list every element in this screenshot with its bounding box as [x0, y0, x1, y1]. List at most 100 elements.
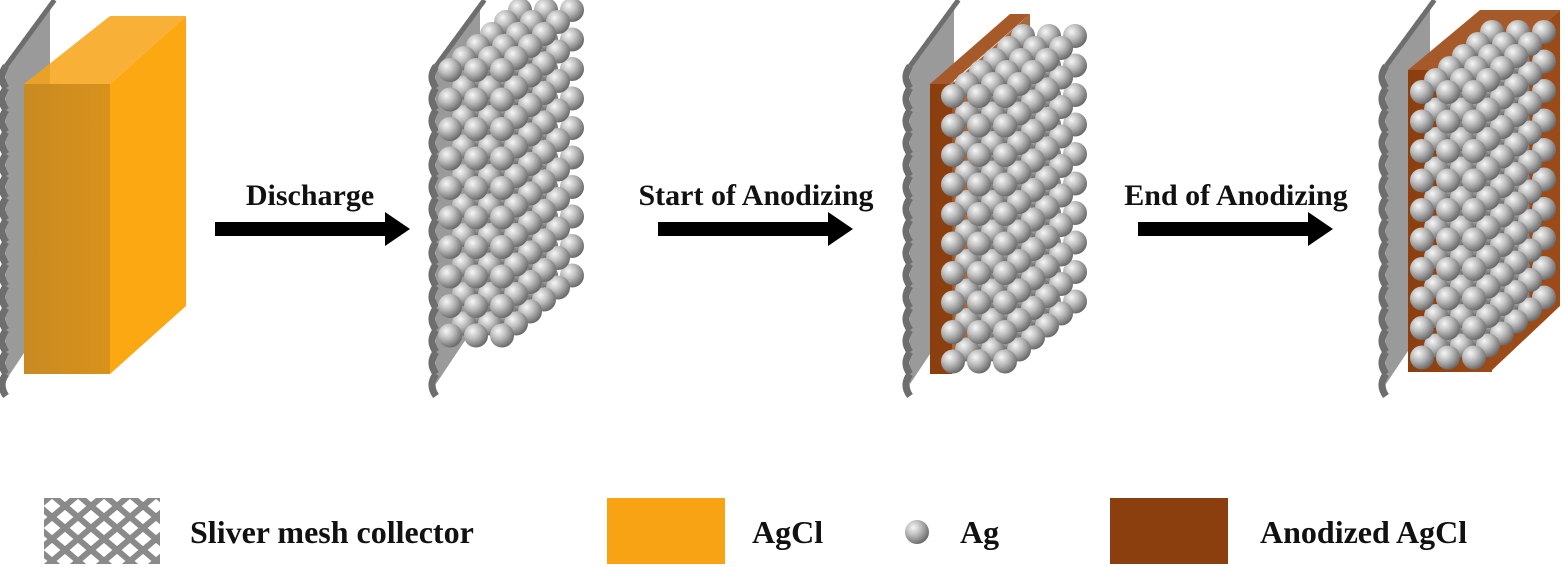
- ag-sphere: [941, 320, 965, 344]
- step-label-discharge: Discharge: [246, 179, 374, 212]
- ag-sphere: [993, 349, 1017, 374]
- ag-sphere: [464, 294, 488, 318]
- ag-sphere: [993, 113, 1017, 138]
- ag-sphere: [967, 84, 991, 108]
- ag-sphere: [941, 261, 965, 285]
- ag-sphere: [967, 143, 991, 167]
- ag-sphere: [438, 294, 462, 318]
- ag-sphere: [438, 235, 462, 259]
- stage-end-anodizing: [1378, 0, 1560, 399]
- mesh-edge: [1378, 63, 1389, 399]
- ag-sphere: [438, 117, 462, 141]
- ag-sphere: [438, 205, 462, 230]
- legend-label-mesh: Sliver mesh collector: [190, 514, 474, 550]
- ag-sphere: [967, 261, 991, 285]
- arrow-right-icon: [1138, 212, 1333, 246]
- ag-sphere: [490, 294, 514, 318]
- ag-sphere: [464, 235, 488, 259]
- agcl-swatch-icon: [607, 498, 725, 564]
- ag-sphere: [1436, 198, 1460, 222]
- ag-sphere: [967, 349, 991, 374]
- anodized-top-strip: [930, 14, 1030, 84]
- ag-sphere: [993, 290, 1017, 315]
- ag-sphere: [1410, 316, 1434, 340]
- ag-sphere: [1410, 257, 1434, 281]
- stage-initial-agcl: [0, 0, 186, 399]
- mesh-top-edge: [908, 0, 961, 68]
- ag-sphere: [464, 87, 488, 112]
- ag-sphere: [438, 87, 462, 112]
- mesh-edge: [0, 63, 9, 399]
- ag-sphere: [490, 264, 514, 289]
- mesh-edge: [902, 63, 913, 399]
- ag-sphere: [490, 205, 514, 230]
- ag-sphere: [1410, 345, 1434, 370]
- ag-sphere: [941, 349, 965, 374]
- ag-sphere: [490, 323, 514, 348]
- ag-sphere: [1462, 257, 1486, 281]
- ag-sphere: [1410, 227, 1434, 252]
- ag-sphere: [1462, 198, 1486, 222]
- anodized-swatch-icon: [1110, 498, 1228, 564]
- legend-item-ag: Ag: [905, 514, 999, 550]
- mesh-swatch-fill: [44, 498, 160, 564]
- ag-sphere: [490, 117, 514, 141]
- ag-sphere-array: [941, 24, 1087, 374]
- ag-sphere: [1410, 168, 1434, 193]
- step-discharge: Discharge: [215, 179, 410, 246]
- ag-sphere: [967, 231, 991, 256]
- ag-sphere: [967, 172, 991, 197]
- ag-sphere: [1436, 80, 1460, 104]
- agcl-front-face: [24, 84, 110, 374]
- ag-sphere: [993, 202, 1017, 226]
- ag-sphere: [464, 146, 488, 171]
- ag-sphere: [1436, 139, 1460, 163]
- ag-sphere: [993, 84, 1017, 108]
- legend-label-ag: Ag: [960, 514, 999, 550]
- ag-sphere: [1436, 316, 1460, 340]
- legend-item-anodized: Anodized AgCl: [1110, 498, 1467, 564]
- mesh-swatch-icon: [44, 498, 160, 564]
- ag-sphere: [438, 58, 462, 82]
- step-end-anodizing: End of Anodizing: [1124, 179, 1348, 246]
- mesh-top-edge: [434, 0, 487, 68]
- ag-sphere: [464, 117, 488, 141]
- ag-sphere: [438, 323, 462, 348]
- ag-sphere: [967, 202, 991, 226]
- ag-sphere: [941, 202, 965, 226]
- ag-sphere: [941, 231, 965, 256]
- ag-sphere: [941, 113, 965, 138]
- ag-sphere: [438, 146, 462, 171]
- ag-sphere: [941, 172, 965, 197]
- ag-sphere: [941, 84, 965, 108]
- step-label-end-anodizing: End of Anodizing: [1124, 179, 1347, 212]
- ag-sphere: [1462, 227, 1486, 252]
- ag-sphere: [1462, 168, 1486, 193]
- legend-label-agcl: AgCl: [752, 514, 823, 550]
- ag-sphere: [1462, 109, 1486, 134]
- ag-sphere: [1436, 286, 1460, 311]
- ag-sphere: [1410, 286, 1434, 311]
- ag-sphere-array: [438, 0, 584, 348]
- ag-sphere: [1410, 198, 1434, 222]
- ag-sphere: [464, 176, 488, 200]
- ag-sphere: [464, 205, 488, 230]
- ag-sphere: [993, 172, 1017, 197]
- ag-sphere: [1462, 80, 1486, 104]
- ag-sphere: [1436, 257, 1460, 281]
- ag-sphere: [1436, 227, 1460, 252]
- ag-sphere: [438, 176, 462, 200]
- mesh-top-edge: [4, 0, 57, 68]
- ag-sphere-array: [1410, 20, 1556, 370]
- legend-item-agcl: AgCl: [607, 498, 823, 564]
- step-label-start-anodizing: Start of Anodizing: [638, 179, 873, 212]
- stage-start-anodizing: [902, 0, 1087, 399]
- ag-sphere: [967, 320, 991, 344]
- ag-sphere: [1436, 345, 1460, 370]
- ag-sphere: [490, 235, 514, 259]
- agcl-top-face: [24, 16, 186, 84]
- mesh-edge: [428, 63, 439, 399]
- ag-sphere: [993, 261, 1017, 285]
- ag-sphere: [1462, 139, 1486, 163]
